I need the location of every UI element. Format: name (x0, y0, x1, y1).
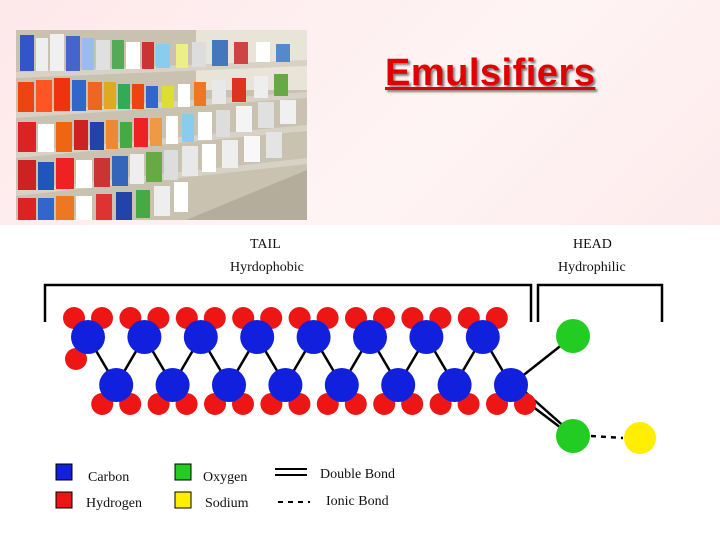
carbon-atom (437, 368, 472, 402)
legend: Carbon Hydrogen Oxygen Sodium Double Bon… (55, 463, 395, 511)
legend-oxygen-swatch (174, 463, 192, 481)
legend-double-bond-label: Double Bond (320, 467, 395, 482)
legend-carbon-label: Carbon (88, 470, 129, 485)
carbon-atom (268, 368, 303, 402)
molecule-diagram: TAIL Hyrdophobic HEAD Hydrophilic Carbon… (0, 225, 720, 540)
carbon-atom (381, 368, 416, 402)
tail-label: TAIL (250, 237, 281, 252)
carbon-atom (127, 320, 162, 354)
atoms-group (63, 307, 656, 454)
detergent-shelves-photo (16, 30, 307, 220)
carbon-atom (465, 320, 500, 354)
head-label: HEAD (573, 237, 612, 252)
oxygen-atom (556, 319, 590, 353)
legend-carbon-swatch (55, 463, 73, 481)
legend-hydrogen-swatch (55, 491, 73, 509)
carbon-atom (99, 368, 134, 402)
carbon-atom (240, 320, 275, 354)
carbon-atom (409, 320, 444, 354)
head-sub-label: Hydrophilic (558, 260, 626, 275)
head-bracket (536, 283, 664, 322)
carbon-atom (296, 320, 331, 354)
carbon-atom (353, 320, 387, 354)
tail-bracket (43, 283, 533, 322)
legend-ionic-bond-label: Ionic Bond (326, 494, 389, 509)
tail-sub-label: Hyrdophobic (230, 260, 304, 275)
ionic-bond (590, 434, 624, 440)
carbon-atom (183, 320, 218, 354)
legend-sodium-swatch (174, 491, 192, 509)
oxygen-atom (556, 419, 590, 453)
legend-sodium-label: Sodium (205, 496, 249, 511)
hydrogen-atom (65, 348, 87, 370)
carbon-atom (71, 320, 105, 354)
legend-hydrogen-label: Hydrogen (86, 496, 142, 511)
carbon-atom (212, 368, 246, 402)
legend-oxygen-label: Oxygen (203, 470, 247, 485)
carbon-atom (324, 368, 359, 402)
carbon-atom (155, 368, 190, 402)
carbon-atom (494, 368, 528, 402)
slide-title: Emulsifiers (385, 52, 596, 94)
sodium-atom (624, 422, 656, 454)
